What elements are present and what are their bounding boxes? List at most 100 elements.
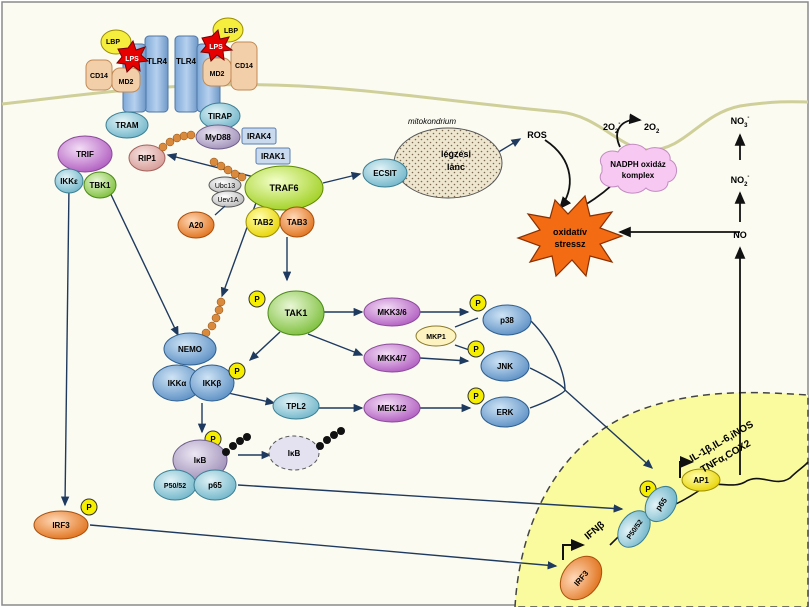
a20-node bbox=[177, 211, 215, 239]
o2-radical-label: 2O2- bbox=[603, 121, 620, 135]
rip1-node bbox=[128, 144, 166, 172]
lps-label-left: LPS bbox=[125, 56, 139, 63]
mek12-node bbox=[363, 393, 421, 423]
no-label: NO bbox=[733, 230, 747, 240]
stress-label-1: oxidatív bbox=[553, 227, 587, 237]
mkp1-label: MKP1 bbox=[426, 334, 446, 341]
mkk47-label: MKK4/7 bbox=[377, 354, 407, 363]
mkk36-node bbox=[363, 297, 421, 327]
erk-node bbox=[480, 396, 530, 428]
p38-node bbox=[482, 304, 532, 336]
trif-node bbox=[57, 135, 113, 173]
irf3-node bbox=[33, 510, 89, 540]
p-badge-tak1: P bbox=[254, 295, 260, 304]
p65-node bbox=[193, 469, 237, 501]
tpl2-node bbox=[272, 392, 320, 420]
no3-label: NO3- bbox=[731, 115, 750, 129]
md2-label-right: MD2 bbox=[210, 71, 225, 78]
irak1-node bbox=[255, 147, 291, 165]
p65-nucleus-node bbox=[644, 485, 678, 523]
p65-label: p65 bbox=[208, 481, 222, 490]
nadph-label-2: komplex bbox=[622, 171, 655, 180]
traf6-label: TRAF6 bbox=[270, 183, 299, 193]
tlr4-label-left: TLR4 bbox=[147, 57, 168, 66]
nemo-label: NEMO bbox=[178, 345, 202, 354]
uev1a-node bbox=[211, 190, 245, 208]
ikke-label: IKKε bbox=[60, 177, 78, 186]
mito-title: mitokondrium bbox=[408, 117, 456, 126]
cd14-label-left: CD14 bbox=[90, 73, 108, 80]
tak1-label: TAK1 bbox=[285, 308, 308, 318]
myd88-node bbox=[195, 124, 241, 150]
cd14-label-right: CD14 bbox=[235, 63, 253, 70]
irak4-node bbox=[241, 127, 277, 145]
mek12-label: MEK1/2 bbox=[378, 404, 407, 413]
traf6-ubiquitin-chain bbox=[209, 157, 247, 182]
stress-label-2: stressz bbox=[554, 239, 586, 249]
tab3-node bbox=[279, 206, 315, 238]
p-badge-p65-nucleus: P bbox=[645, 485, 651, 494]
tpl2-label: TPL2 bbox=[286, 402, 306, 411]
mito-chain-label-1: légzési bbox=[441, 149, 471, 159]
nadph-oxidase-cloud: NADPH oxidáz komplex bbox=[599, 143, 677, 194]
lbp-label-right: LBP bbox=[224, 28, 238, 35]
rip1-label: RIP1 bbox=[138, 154, 156, 163]
p38-label: p38 bbox=[500, 316, 514, 325]
tak1-node bbox=[267, 290, 325, 336]
ikka-label: IKKα bbox=[168, 379, 187, 388]
no2-label: NO2- bbox=[731, 174, 750, 188]
tlr4-label-right: TLR4 bbox=[176, 57, 197, 66]
tbk1-node bbox=[83, 171, 117, 199]
tab3-label: TAB3 bbox=[287, 218, 308, 227]
tram-label: TRAM bbox=[115, 121, 138, 130]
irf3-label: IRF3 bbox=[52, 521, 70, 530]
lps-label-right: LPS bbox=[209, 44, 223, 51]
tab2-label: TAB2 bbox=[253, 218, 274, 227]
p-badge-irf3: P bbox=[86, 503, 92, 512]
uev1a-label: Uev1A bbox=[217, 197, 238, 204]
tlr4-receptor-right: TLR4 CD14 MD2 LBP LPS bbox=[174, 17, 258, 113]
md2-label-left: MD2 bbox=[119, 79, 134, 86]
jnk-node bbox=[480, 350, 530, 382]
o2-label: 2O2 bbox=[644, 122, 660, 135]
ap1-node bbox=[681, 468, 721, 492]
p-badge-p38: P bbox=[475, 299, 481, 308]
trif-label: TRIF bbox=[76, 150, 94, 159]
ecsit-node bbox=[362, 158, 408, 188]
ikkb-label: IKKβ bbox=[203, 379, 222, 388]
ifnb-promoter-arrow bbox=[562, 539, 585, 560]
jnk-label: JNK bbox=[497, 362, 513, 371]
oxidative-stress-burst: oxidatív stressz bbox=[516, 194, 624, 278]
nemo-node bbox=[163, 332, 217, 366]
ikb-ubiquitin-chain bbox=[222, 433, 251, 456]
p-badge-erk: P bbox=[473, 392, 479, 401]
mkp1-node bbox=[415, 325, 457, 347]
tram-node bbox=[105, 111, 149, 139]
rip1-ubiquitin-chain bbox=[158, 130, 196, 152]
erk-label: ERK bbox=[497, 408, 514, 417]
ros-label: ROS bbox=[527, 130, 547, 140]
irak1-label: IRAK1 bbox=[261, 152, 286, 161]
irf3-nucleus-node bbox=[559, 555, 603, 601]
ubc13-label: Ubc13 bbox=[215, 183, 235, 190]
ikb-degraded-node bbox=[268, 435, 320, 471]
pathway-arrows bbox=[60, 138, 654, 570]
p-badge-ikkb: P bbox=[234, 367, 240, 376]
traf6-node bbox=[244, 165, 324, 211]
ikke-node bbox=[54, 168, 84, 194]
tlr4-receptor-left: TLR4 CD14 MD2 LBP LPS bbox=[85, 29, 169, 113]
lbp-label-left: LBP bbox=[106, 39, 120, 46]
tirap-label: TIRAP bbox=[208, 112, 233, 121]
tbk1-label: TBK1 bbox=[90, 181, 111, 190]
mkk47-node bbox=[363, 343, 421, 373]
ap1-label: AP1 bbox=[693, 476, 709, 485]
myd88-label: MyD88 bbox=[205, 133, 231, 142]
p-badge-jnk: P bbox=[473, 345, 479, 354]
p50-label: P50/52 bbox=[164, 483, 186, 490]
p-badge-ikb: P bbox=[210, 435, 216, 444]
ikb-label: IκB bbox=[194, 456, 207, 465]
oxidative-arrows bbox=[544, 113, 746, 475]
genes-promoter-arrow bbox=[679, 456, 694, 478]
irak4-label: IRAK4 bbox=[247, 132, 272, 141]
